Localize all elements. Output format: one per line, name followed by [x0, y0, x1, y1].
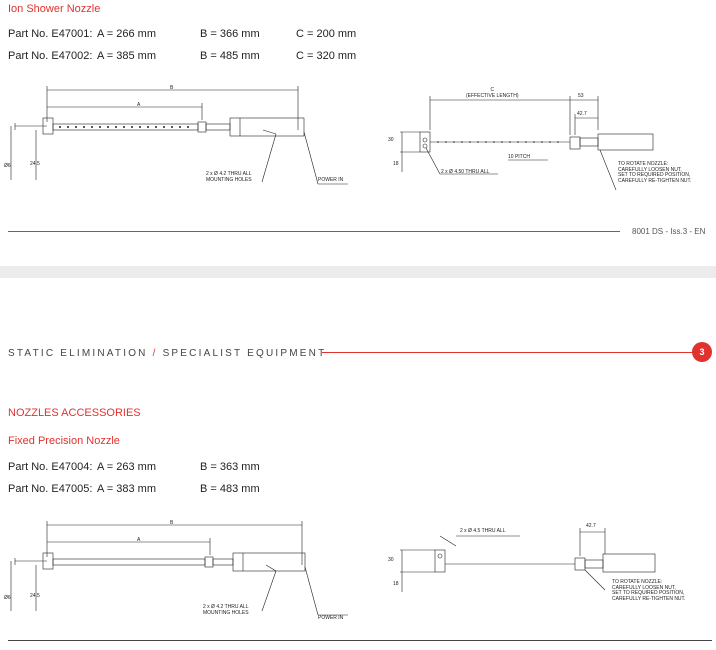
part-row-e47001: Part No. E47001: [8, 28, 92, 40]
mounting-holes-label: 2 x Ø 4.2 THRU ALL MOUNTING HOLES [206, 171, 252, 183]
precision-nozzle-front-drawing [400, 528, 656, 592]
document-code: 8001 DS - Iss.3 - EN [632, 227, 706, 236]
spec-a: A = 385 mm [97, 50, 157, 62]
part-row-e47005: Part No. E47005: [8, 483, 92, 495]
part-label: Part No. E47002: [8, 50, 93, 62]
rotate-note: TO ROTATE NOZZLE: CAREFULLY LOOSEN NUT, … [612, 579, 686, 602]
precision-nozzle-side-drawing [10, 521, 348, 616]
dim-phi-label: Ø6 [4, 595, 11, 601]
footer-rule [8, 231, 620, 232]
thru-holes-label: 2 x Ø 4.5 THRU ALL [460, 528, 506, 534]
spec-c: C = 320 mm [296, 50, 357, 62]
dim-30-label: 30 [388, 557, 394, 563]
part-label: Part No. E47001: [8, 28, 93, 40]
dim-427-label: 42.7 [586, 523, 596, 529]
part-row-e47004: Part No. E47004: [8, 461, 92, 473]
thru-holes-label: 2 x Ø 4.50 THRU ALL [441, 169, 490, 175]
dim-c-label: C (EFFECTIVE LENGTH) [466, 87, 519, 99]
dim-phi-label: Ø6 [4, 163, 11, 169]
category-slash: / [152, 348, 158, 359]
ion-shower-side-drawing [10, 86, 348, 185]
spec-b: B = 363 mm [200, 461, 260, 473]
spec-b: B = 366 mm [200, 28, 260, 40]
header-rule [322, 352, 694, 353]
ion-shower-front-drawing [400, 96, 654, 191]
spec-a: A = 383 mm [97, 483, 157, 495]
spec-a: A = 263 mm [97, 461, 157, 473]
part-row-e47002: Part No. E47002: [8, 50, 92, 62]
dim-53-label: 53 [578, 93, 584, 99]
dim-b-label: B [170, 85, 174, 91]
dim-245-label: 24.5 [30, 161, 40, 167]
dim-a-label: A [137, 537, 141, 543]
part-label: Part No. E47004: [8, 461, 93, 473]
nozzles-accessories-heading: NOZZLES ACCESSORIES [8, 407, 141, 419]
spec-a: A = 266 mm [97, 28, 157, 40]
spec-c: C = 200 mm [296, 28, 357, 40]
dim-427-label: 42.7 [577, 111, 587, 117]
bottom-rule [8, 640, 712, 641]
category-left: STATIC ELIMINATION [8, 348, 148, 359]
dim-30-label: 30 [388, 137, 394, 143]
part-label: Part No. E47005: [8, 483, 93, 495]
rotate-note: TO ROTATE NOZZLE: CAREFULLY LOOSEN NUT, … [618, 161, 692, 184]
power-in-label: POWER IN [318, 177, 344, 183]
dim-a-label: A [137, 102, 141, 108]
dim-b-label: B [170, 520, 174, 526]
spec-b: B = 483 mm [200, 483, 260, 495]
pitch-label: 10 PITCH [508, 154, 530, 160]
page-number-badge: 3 [692, 342, 712, 362]
power-in-label: POWER IN [318, 615, 344, 621]
dim-18-label: 18 [393, 581, 399, 587]
dim-18-label: 18 [393, 161, 399, 167]
ion-shower-nozzle-title: Ion Shower Nozzle [8, 3, 101, 15]
category-header: STATIC ELIMINATION / SPECIALIST EQUIPMEN… [8, 348, 326, 359]
dim-245-label: 24.5 [30, 593, 40, 599]
page-break [0, 266, 716, 278]
fixed-precision-nozzle-title: Fixed Precision Nozzle [8, 435, 120, 447]
spec-b: B = 485 mm [200, 50, 260, 62]
category-right: SPECIALIST EQUIPMENT [162, 348, 327, 359]
mounting-holes-label: 2 x Ø 4.2 THRU ALL MOUNTING HOLES [203, 604, 249, 616]
